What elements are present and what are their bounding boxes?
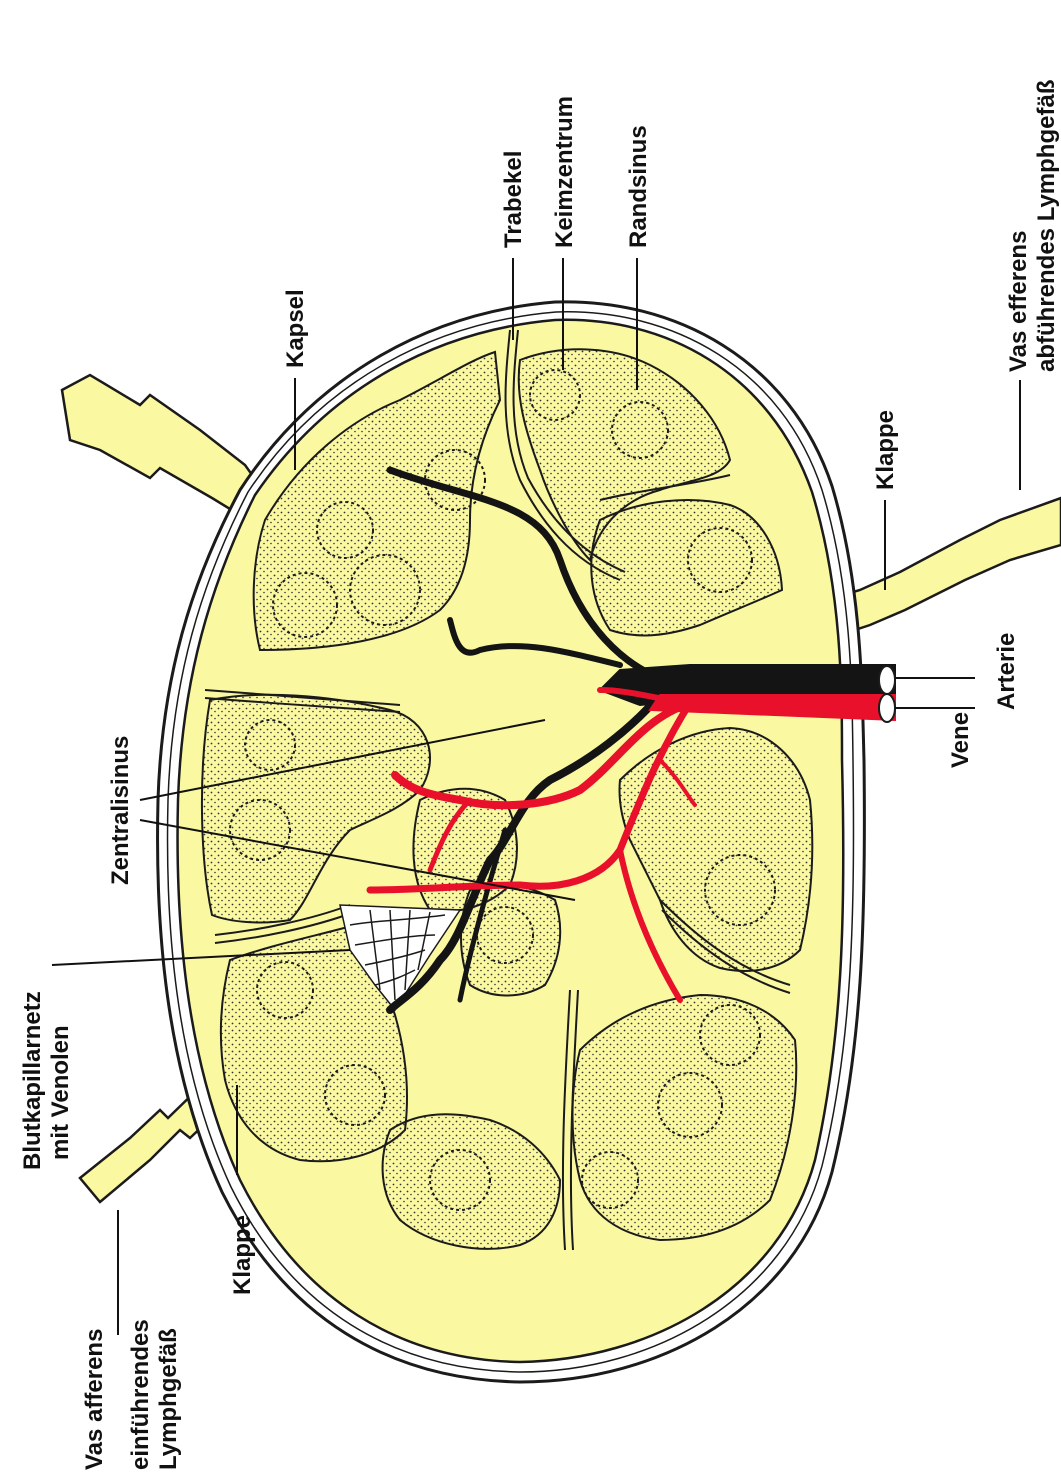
label-lymphgefaess: Lymphgefäß — [155, 1328, 182, 1470]
label-klappe-right: Klappe — [872, 410, 899, 490]
label-trabekel: Trabekel — [500, 151, 527, 248]
artery-end — [879, 666, 895, 694]
label-arterie: Arterie — [993, 633, 1020, 710]
label-klappe-left: Klappe — [229, 1215, 256, 1295]
label-vas-efferens: Vas efferens — [1005, 231, 1032, 372]
label-einfuehrendes: einführendes — [127, 1319, 154, 1470]
label-blutkapillarnetz: Blutkapillarnetz — [19, 991, 46, 1170]
label-randsinus: Randsinus — [625, 125, 652, 248]
vein-end — [879, 694, 895, 722]
label-vas-afferens: Vas afferens — [81, 1329, 108, 1470]
label-keimzentrum: Keimzentrum — [551, 96, 578, 248]
label-kapsel: Kapsel — [282, 289, 309, 368]
label-mit-venolen: mit Venolen — [47, 1025, 74, 1160]
label-zentralsinus: Zentralisinus — [107, 736, 134, 885]
label-vene: Vene — [947, 712, 974, 768]
label-abfuehrendes: abführendes Lymphgefäß — [1033, 80, 1060, 372]
